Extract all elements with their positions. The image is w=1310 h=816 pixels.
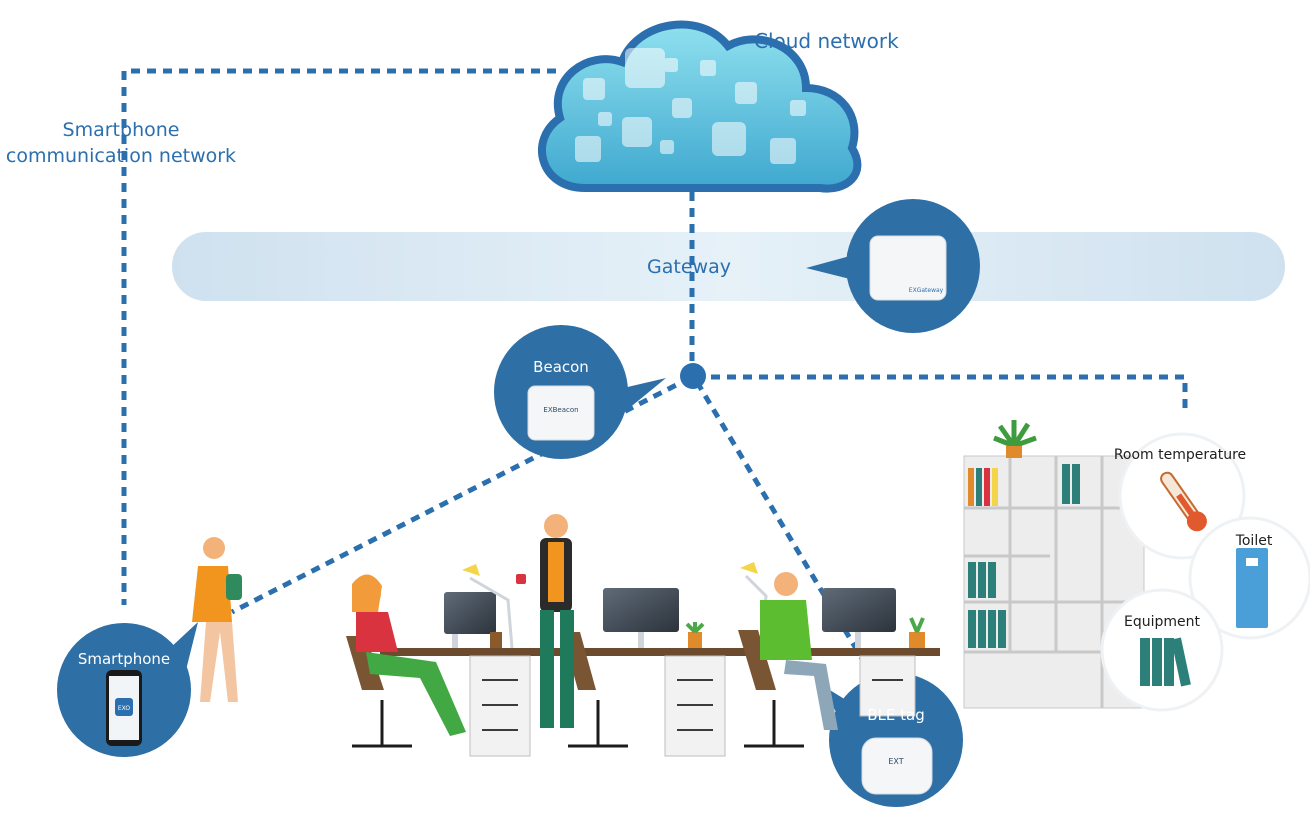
smartphone-network-line xyxy=(121,68,556,605)
smartphone-network-label-line1: Smartphone xyxy=(63,119,180,141)
room-temperature-sensor-bubble xyxy=(1118,432,1246,560)
network-hub-node xyxy=(680,363,706,389)
hub-to-sensors-line xyxy=(695,374,1188,410)
phone-app-mark: EXO xyxy=(118,705,131,712)
smartphone-network-label-line2: communication network xyxy=(6,145,236,167)
toilet-sensor-bubble xyxy=(1188,516,1310,640)
beacon-device-icon xyxy=(527,385,595,441)
office-chair-icons xyxy=(346,630,804,748)
beacon-label: Beacon xyxy=(533,358,589,376)
smartphone-bubble: EXO xyxy=(57,622,198,757)
monitor-icons xyxy=(444,588,896,648)
bookshelf-illustration xyxy=(963,420,1145,709)
office-desk-scene xyxy=(380,562,940,757)
toilet-label: Toilet xyxy=(1235,533,1273,549)
gateway-device-bubble: EXGateway xyxy=(806,199,980,333)
binder-icons xyxy=(1140,637,1191,687)
gateway-device-icon xyxy=(869,235,947,301)
beacon-device-mark: EXBeacon xyxy=(543,406,578,414)
ble-tag-device-mark: EXT xyxy=(888,757,903,766)
smartphone-label: Smartphone xyxy=(78,650,170,668)
door-icon xyxy=(1236,548,1268,628)
equipment-sensor-bubble xyxy=(1100,588,1224,712)
room-temperature-label: Room temperature xyxy=(1114,447,1246,463)
cloud-network-label: Cloud network xyxy=(754,29,899,53)
equipment-label: Equipment xyxy=(1124,614,1201,630)
gateway-device-mark: EXGateway xyxy=(909,287,944,294)
ble-tag-device-icon xyxy=(861,737,933,795)
gateway-band xyxy=(172,232,1285,301)
gateway-label: Gateway xyxy=(647,256,731,278)
hub-to-ble-tag-line xyxy=(694,380,873,674)
thermometer-icon xyxy=(1160,471,1207,532)
beacon-bubble: EXBeacon xyxy=(494,325,666,459)
ble-tag-label: BLE tag xyxy=(867,706,925,724)
cloud-icon xyxy=(538,20,862,193)
